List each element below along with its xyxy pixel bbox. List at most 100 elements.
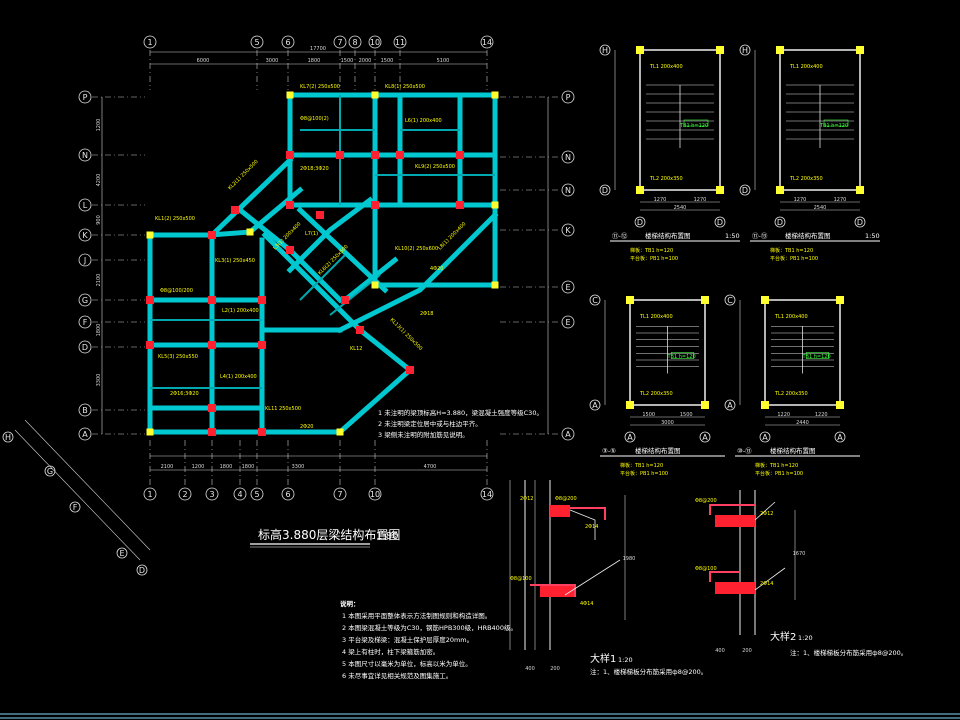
svg-text:2Φ12: 2Φ12: [520, 496, 533, 502]
top-axis-1: 1: [143, 35, 157, 49]
left-axis-F: F: [78, 315, 92, 329]
section-detail-1-scale: 1:20: [618, 656, 633, 664]
general-notes: 说明： 1 本图采用平面整体表示方法制图规则和构造详图。 2 本图梁混凝土等级为…: [340, 599, 517, 680]
svg-text:2Φ14: 2Φ14: [760, 581, 773, 587]
svg-text:A: A: [565, 430, 571, 439]
svg-text:A: A: [727, 401, 733, 410]
stair-2-col-right: D: [854, 216, 866, 228]
svg-text:KL5(3) 250x550: KL5(3) 250x550: [158, 354, 198, 360]
svg-text:11: 11: [395, 38, 405, 47]
stair-1-col-right: D: [714, 216, 726, 228]
svg-text:TL1 200x400: TL1 200x400: [774, 314, 808, 320]
stair-3-axis-top: C: [589, 294, 601, 306]
svg-text:K: K: [565, 226, 571, 235]
svg-text:楼梯结构布置图: 楼梯结构布置图: [770, 446, 816, 455]
stair-4-axis-bottom: A: [724, 399, 736, 411]
svg-text:L: L: [83, 201, 88, 210]
svg-text:1270: 1270: [654, 197, 667, 203]
svg-text:J: J: [83, 256, 86, 265]
section-detail-2-note: 注：1、楼梯梯板分布筋采用ф8@200。: [790, 648, 907, 657]
svg-text:2Φ14: 2Φ14: [585, 524, 598, 530]
bottom-axis-5: 5: [250, 487, 264, 501]
svg-text:10: 10: [370, 490, 380, 499]
svg-text:L7(1): L7(1): [305, 231, 318, 237]
svg-text:Φ8@100: Φ8@100: [695, 566, 717, 572]
svg-text:200: 200: [742, 648, 752, 654]
svg-text:KL3(1) 250x450: KL3(1) 250x450: [215, 258, 255, 264]
beam-layout-left: [147, 229, 343, 435]
svg-text:D: D: [82, 343, 88, 352]
svg-text:F: F: [83, 318, 88, 327]
svg-text:2Φ12: 2Φ12: [760, 511, 773, 517]
svg-text:KL1(2) 250x500: KL1(2) 250x500: [155, 216, 195, 222]
svg-text:TB1 h=120: TB1 h=120: [679, 123, 708, 129]
svg-text:7: 7: [337, 490, 342, 499]
top-axis-5: 5: [250, 35, 264, 49]
svg-text:1980: 1980: [623, 556, 636, 562]
plan-note-3: 3 梁侧未注明的附加筋见说明。: [378, 430, 469, 439]
svg-text:KL2(1) 250x500: KL2(1) 250x500: [227, 159, 260, 192]
svg-text:KL8(1) 250x500: KL8(1) 250x500: [385, 84, 425, 90]
svg-text:平台板：PB1 h=100: 平台板：PB1 h=100: [770, 255, 818, 262]
svg-text:A: A: [82, 430, 88, 439]
section-detail-1-note: 注：1、楼梯梯板分布筋采用ф8@200。: [590, 667, 707, 676]
svg-text:B: B: [82, 406, 88, 415]
grid-lines: [92, 50, 561, 486]
svg-text:6: 6: [285, 490, 290, 499]
svg-text:1200: 1200: [96, 119, 102, 132]
svg-text:E: E: [119, 549, 124, 558]
svg-text:L6(1) 200x400: L6(1) 200x400: [405, 118, 442, 124]
bottom-axis-7: 7: [333, 487, 347, 501]
svg-text:TB1 h=120: TB1 h=120: [667, 354, 696, 360]
general-note-3: 3 平台梁及梯梁：混凝土保护层厚度20mm。: [342, 635, 473, 644]
svg-text:17700: 17700: [310, 46, 326, 52]
svg-text:6: 6: [285, 38, 290, 47]
svg-text:1220: 1220: [815, 412, 828, 418]
svg-text:楼梯结构布置图: 楼梯结构布置图: [785, 231, 831, 240]
svg-text:楼梯结构布置图: 楼梯结构布置图: [635, 446, 681, 455]
columns: [146, 91, 499, 436]
svg-text:KL6(2) 250x500: KL6(2) 250x500: [317, 244, 350, 277]
svg-text:2100: 2100: [96, 274, 102, 287]
svg-text:G: G: [47, 467, 53, 476]
left-axis-D: D: [78, 340, 92, 354]
svg-text:平台板：PB1 h=100: 平台板：PB1 h=100: [755, 470, 803, 477]
svg-text:③-⑤: ③-⑤: [602, 447, 616, 455]
svg-text:D: D: [717, 218, 723, 227]
diag-axis-G: G: [44, 465, 56, 477]
right-axis-N-2: N: [561, 183, 575, 197]
svg-text:2: 2: [182, 490, 187, 499]
section-detail-2-scale: 1:20: [798, 634, 813, 642]
stair-4-col-right: A: [834, 431, 846, 443]
svg-text:900: 900: [96, 215, 102, 225]
stair-3-col-left: A: [624, 431, 636, 443]
main-drawing-scale: 1:80: [376, 531, 398, 542]
top-axis-8: 8: [348, 35, 362, 49]
top-axis-7: 7: [333, 35, 347, 49]
right-axis-E-4: E: [561, 280, 575, 294]
svg-text:C: C: [592, 296, 598, 305]
svg-text:梯板：TB1 h=120: 梯板：TB1 h=120: [630, 247, 673, 254]
diag-axis-D: D: [136, 564, 148, 576]
svg-text:G: G: [82, 296, 88, 305]
svg-text:A: A: [837, 433, 843, 442]
bottom-axis-4: 4: [233, 487, 247, 501]
svg-text:梯板：TB1 h=120: 梯板：TB1 h=120: [620, 462, 663, 469]
right-axis-E-5: E: [561, 315, 575, 329]
svg-text:D: D: [857, 218, 863, 227]
svg-text:A: A: [592, 401, 598, 410]
stair-3-axis-bottom: A: [589, 399, 601, 411]
stair-2-axis-bottom: D: [739, 184, 751, 196]
diag-axis-H: H: [2, 431, 14, 443]
svg-text:⑩-⑬: ⑩-⑬: [737, 447, 752, 455]
left-axis-J: J: [78, 253, 92, 267]
section-detail-2: Φ8@200 2Φ12 Φ8@100 2Φ14 1670 大样2 1:20 注：…: [695, 490, 907, 657]
svg-text:5100: 5100: [437, 58, 450, 64]
right-axis-K-3: K: [561, 223, 575, 237]
svg-text:1500: 1500: [341, 58, 354, 64]
